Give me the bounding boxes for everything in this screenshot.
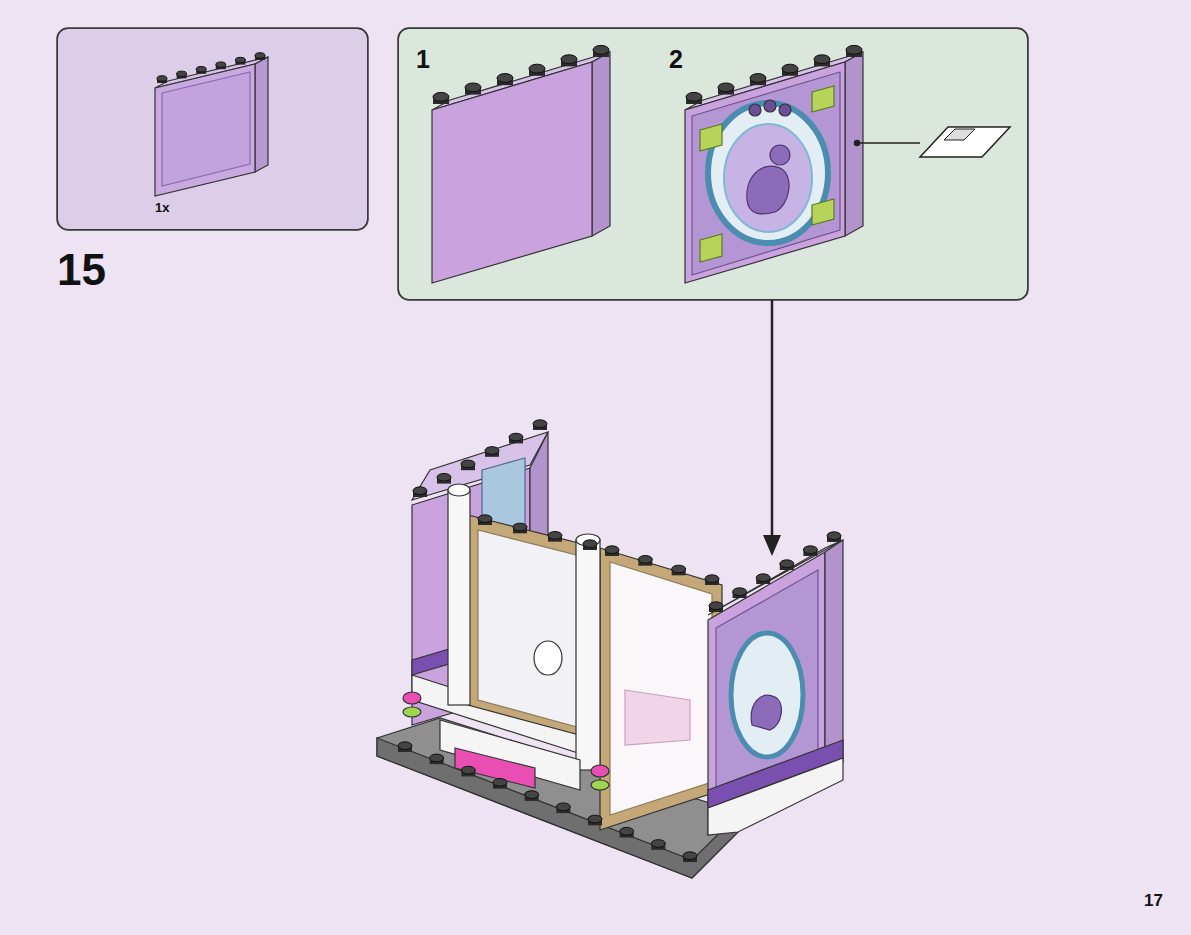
stud-top	[529, 64, 545, 73]
placement-arrow	[763, 300, 781, 556]
stud-top	[561, 55, 577, 64]
parts-box: 1x	[57, 28, 368, 230]
stud-top	[705, 575, 719, 583]
stud-top	[686, 92, 702, 101]
substep-number: 1	[416, 47, 430, 72]
stud-top	[756, 574, 770, 582]
stud-top	[782, 64, 798, 73]
stud-top	[733, 588, 747, 596]
stud-top	[461, 766, 475, 774]
stud-top	[620, 827, 634, 835]
parts-box-fill	[57, 28, 368, 230]
stud-top	[556, 803, 570, 811]
stud-top	[398, 742, 412, 750]
substep-number: 2	[669, 47, 683, 72]
stud-top	[709, 602, 723, 610]
stud-top	[465, 83, 481, 92]
stud-top	[672, 565, 686, 573]
stud-top	[593, 45, 609, 54]
stud-top	[548, 532, 562, 540]
stud-top	[827, 532, 841, 540]
stud-top	[497, 74, 513, 83]
stud-top	[803, 546, 817, 554]
quantity-label: 1x	[155, 201, 169, 214]
stud-top	[485, 447, 499, 455]
stud-top	[583, 540, 597, 548]
stud-top	[437, 473, 451, 481]
stud-top	[718, 83, 734, 92]
step-number: 15	[57, 248, 106, 292]
stud-top	[780, 560, 794, 568]
stud-top	[235, 57, 245, 63]
stud-top	[651, 840, 665, 848]
stud-top	[461, 460, 475, 468]
stud-top	[493, 779, 507, 787]
stud-top	[750, 74, 766, 83]
stud-top	[430, 754, 444, 762]
stud-top	[605, 546, 619, 554]
stud-top	[588, 815, 602, 823]
stud-top	[638, 556, 652, 564]
panel-step-1	[432, 52, 610, 283]
stud-top	[177, 71, 187, 77]
studs	[157, 45, 862, 862]
stud-top	[513, 523, 527, 531]
panel-part	[155, 57, 268, 196]
sticker-callout	[855, 127, 1011, 157]
stud-top	[509, 433, 523, 441]
stud-top	[478, 515, 492, 523]
model	[377, 432, 843, 878]
stud-top	[255, 53, 265, 59]
stud-top	[846, 45, 862, 54]
substep-panel: 12	[398, 28, 1028, 300]
stud-top	[814, 55, 830, 64]
stud-top	[216, 62, 226, 68]
stud-top	[525, 791, 539, 799]
stud-top	[683, 852, 697, 860]
substep-panel-fill	[398, 28, 1028, 300]
stud-top	[533, 420, 547, 428]
panel-step-2	[685, 52, 863, 283]
stud-top	[196, 67, 206, 73]
page-number: 17	[1144, 892, 1163, 909]
stud-top	[157, 76, 167, 82]
stud-top	[433, 92, 449, 101]
stud-top	[413, 487, 427, 495]
